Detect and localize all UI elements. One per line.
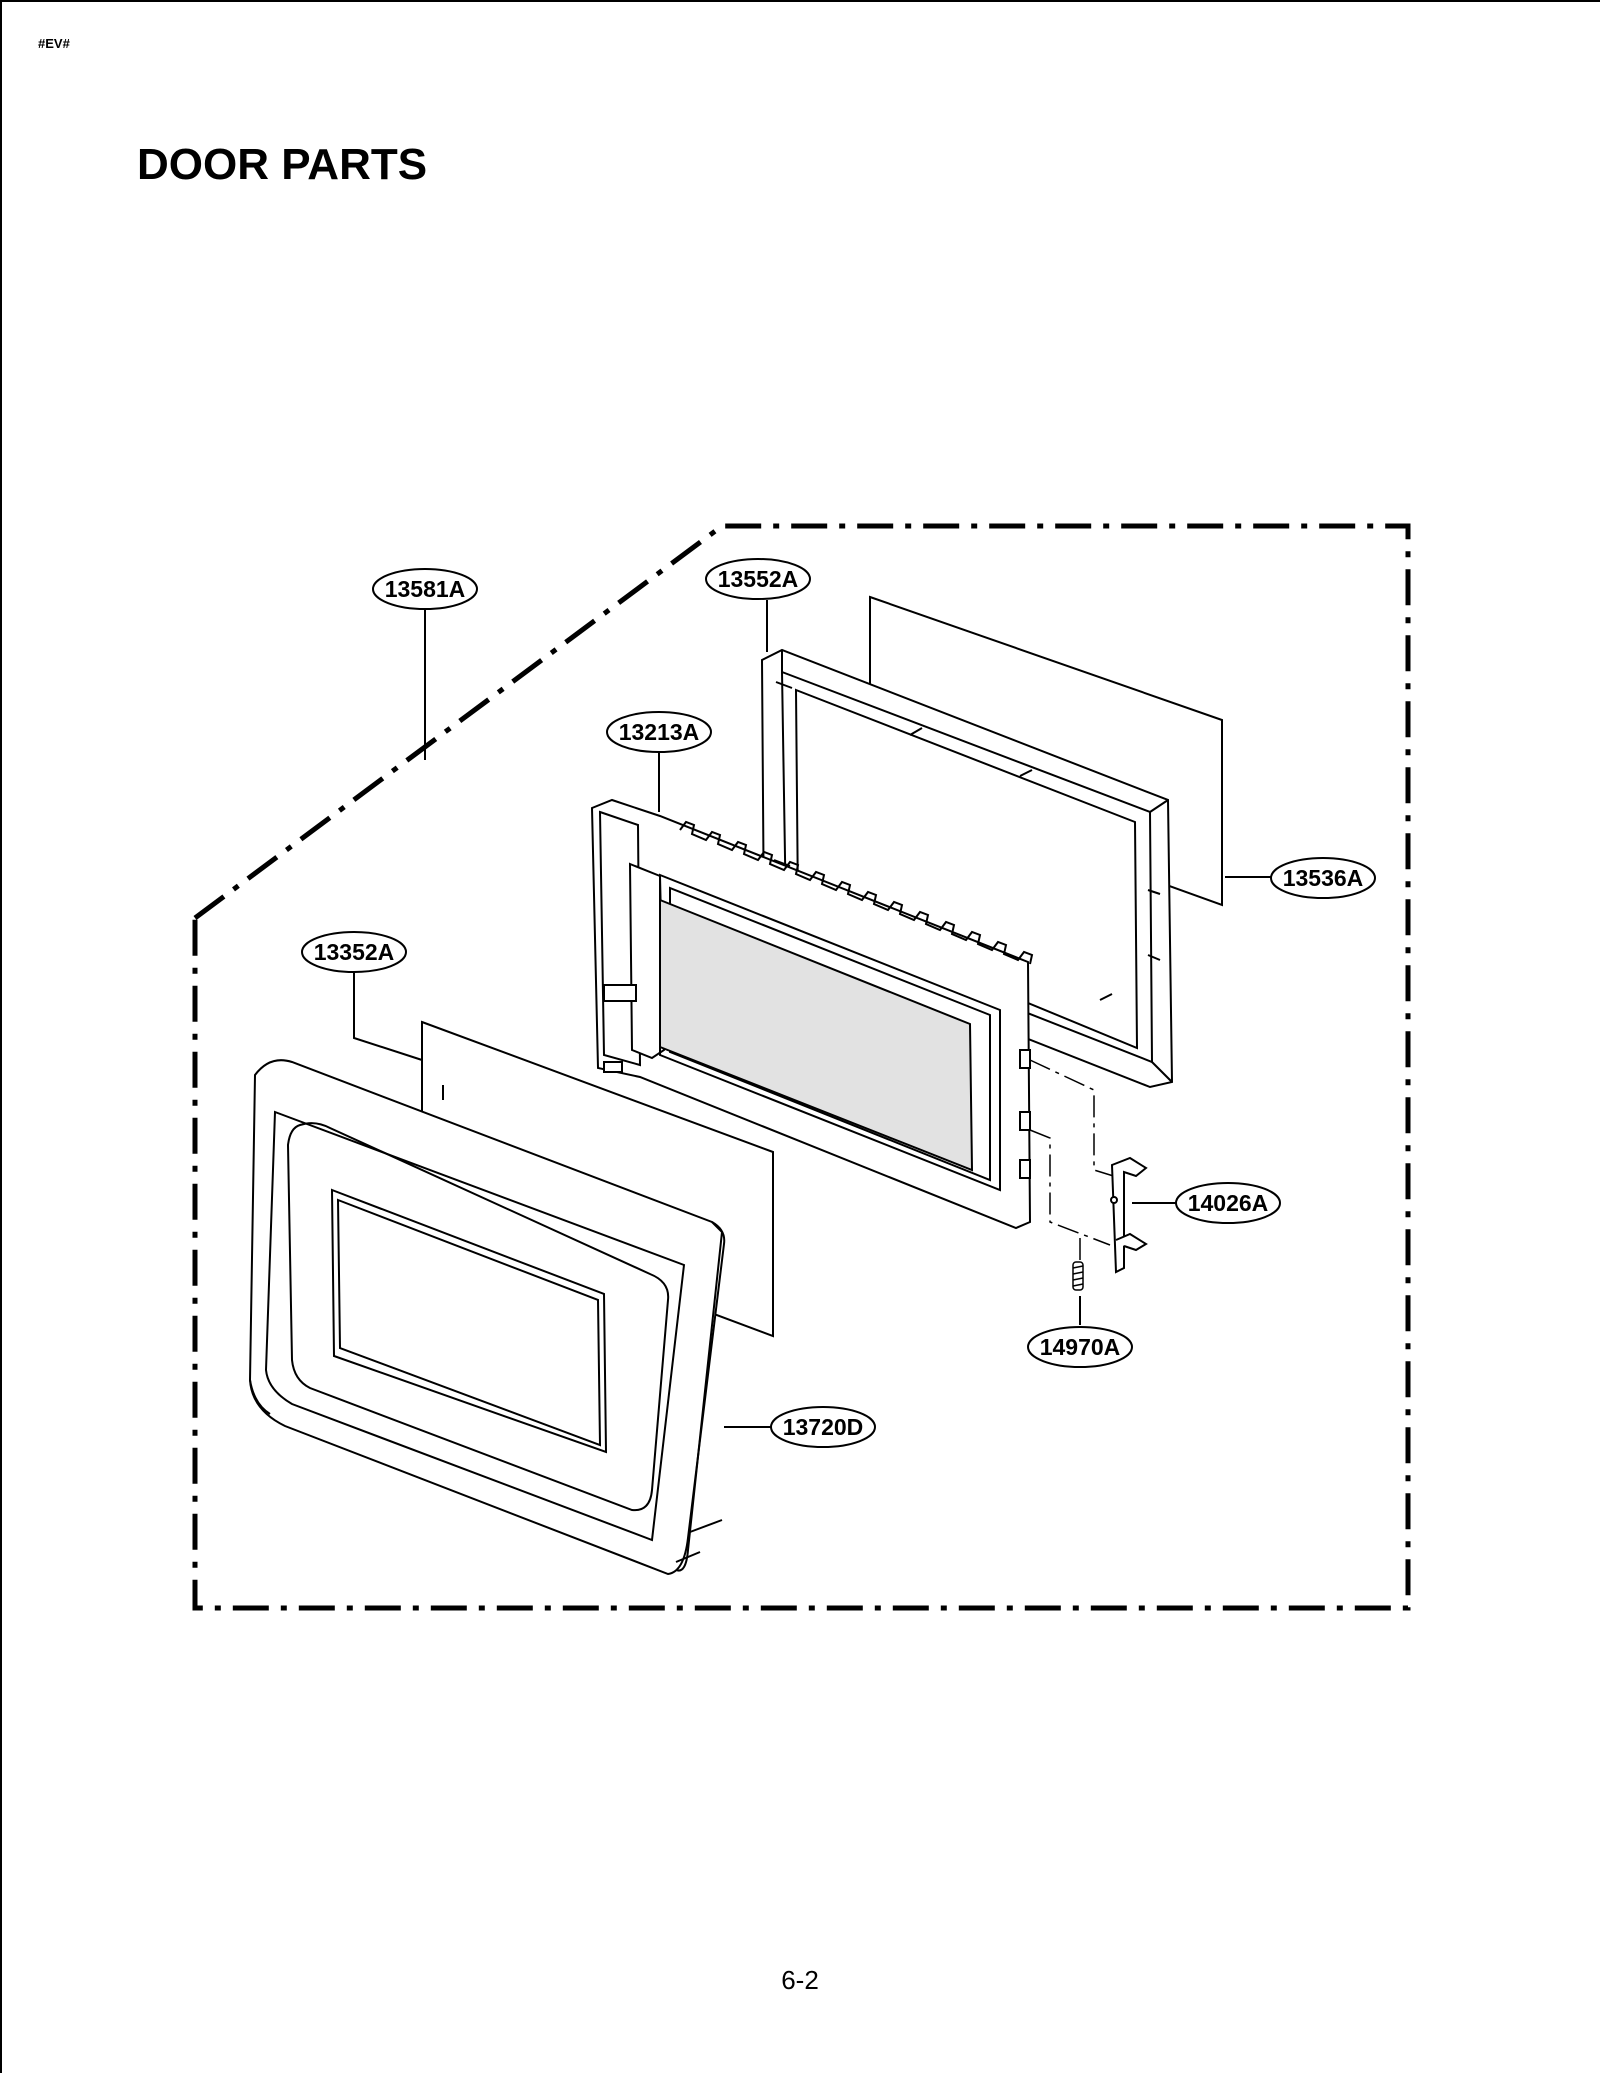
part-14970A-spring <box>1072 1261 1084 1291</box>
page-title: DOOR PARTS <box>137 140 428 189</box>
callout-13581A: 13581A <box>372 568 478 610</box>
callout-13352A: 13352A <box>301 931 407 973</box>
callout-13552A: 13552A <box>705 558 811 600</box>
svg-text:14026A: 14026A <box>1188 1190 1269 1216</box>
svg-text:14970A: 14970A <box>1040 1334 1121 1360</box>
part-13720D-door-front <box>248 1059 726 1576</box>
header-tag: #EV# <box>38 36 70 51</box>
assembly-boundary <box>192 523 1411 1611</box>
callout-13213A: 13213A <box>606 711 712 753</box>
callout-14970A: 14970A <box>1027 1326 1133 1368</box>
svg-text:13552A: 13552A <box>718 566 799 592</box>
svg-text:13352A: 13352A <box>314 939 395 965</box>
svg-text:13720D: 13720D <box>783 1414 864 1440</box>
svg-text:13213A: 13213A <box>619 719 700 745</box>
leader-lines <box>353 600 1272 1428</box>
part-13213A-door-frame <box>590 798 1034 1230</box>
callout-14026A: 14026A <box>1175 1182 1281 1224</box>
callout-13720D: 13720D <box>770 1406 876 1448</box>
callout-13536A: 13536A <box>1270 857 1376 899</box>
latch-guide-lines <box>1029 1059 1121 1262</box>
svg-text:13536A: 13536A <box>1283 865 1364 891</box>
svg-text:13581A: 13581A <box>385 576 466 602</box>
part-14026A-latch <box>1110 1156 1148 1274</box>
door-window-glass <box>659 898 974 1172</box>
page-number: 6-2 <box>781 1965 819 1995</box>
